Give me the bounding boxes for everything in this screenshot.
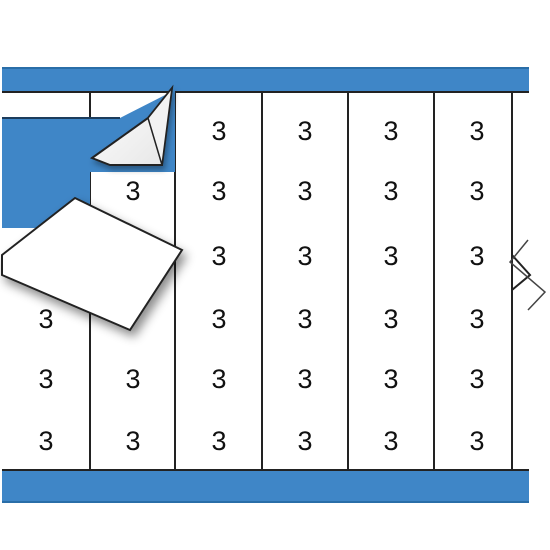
label-number: 3 — [125, 426, 140, 456]
label-number: 3 — [383, 241, 398, 271]
tear-notch — [511, 92, 532, 470]
label-number: 3 — [469, 176, 484, 206]
peeled-label-top — [89, 84, 174, 166]
label-number: 3 — [211, 426, 226, 456]
label-number: 3 — [297, 176, 312, 206]
label-number: 3 — [211, 116, 226, 146]
label-number: 3 — [125, 364, 140, 394]
label-number: 3 — [383, 176, 398, 206]
label-number: 3 — [383, 304, 398, 334]
label-number: 3 — [383, 116, 398, 146]
label-number: 3 — [125, 176, 140, 206]
label-number: 3 — [297, 241, 312, 271]
label-number: 3 — [211, 304, 226, 334]
label-number: 3 — [297, 116, 312, 146]
label-number: 3 — [211, 364, 226, 394]
label-number: 3 — [211, 241, 226, 271]
peeled-label-large — [1, 196, 184, 332]
label-number: 3 — [297, 304, 312, 334]
label-number: 3 — [38, 426, 53, 456]
label-number: 3 — [469, 116, 484, 146]
exposed-backing-area — [2, 90, 175, 228]
label-number: 3 — [38, 364, 53, 394]
tear-notch-edge — [508, 239, 547, 311]
label-number: 3 — [469, 304, 484, 334]
label-number: 3 — [383, 426, 398, 456]
label-number: 3 — [383, 364, 398, 394]
label-number: 3 — [211, 176, 226, 206]
label-number: 3 — [469, 241, 484, 271]
label-number: 3 — [297, 426, 312, 456]
label-numbers: 3 3 3 3 3 3 3 3 3 3 3 3 3 3 3 3 3 3 3 3 3 3 3 3 3 3 3 3 3 3 — [38, 116, 484, 456]
label-number: 3 — [297, 364, 312, 394]
label-number: 3 — [469, 364, 484, 394]
label-number: 3 — [38, 304, 53, 334]
label-number: 3 — [469, 426, 484, 456]
